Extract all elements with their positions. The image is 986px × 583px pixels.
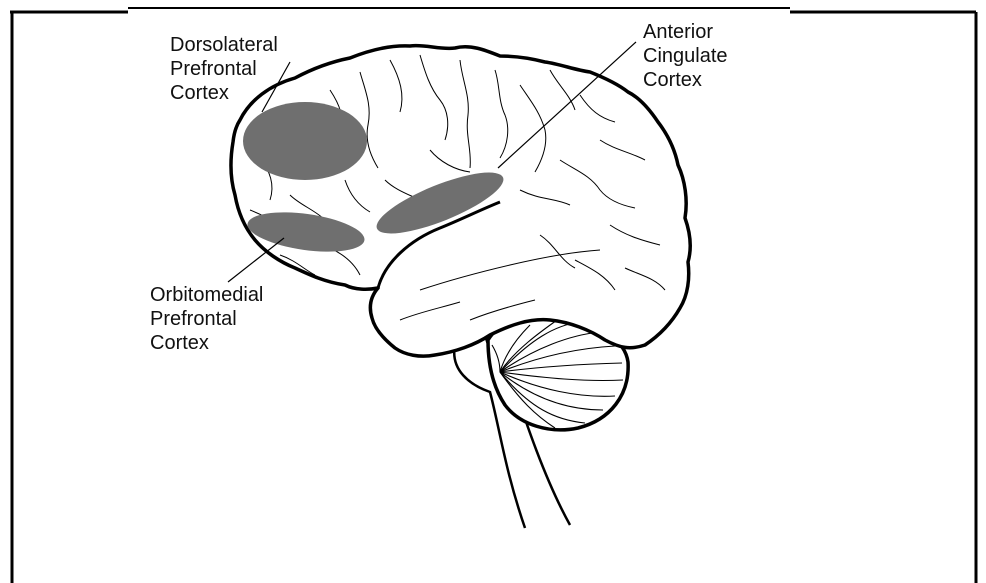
ofc-label-line-2: Prefrontal (150, 307, 263, 331)
dlpfc-label-line-3: Cortex (170, 81, 278, 105)
ofc-label-line-1: Orbitomedial (150, 283, 263, 307)
ofc-label: Orbitomedial Prefrontal Cortex (150, 283, 263, 355)
acc-label-line-2: Cingulate (643, 44, 728, 68)
acc-label: Anterior Cingulate Cortex (643, 20, 728, 92)
dlpfc-label-line-1: Dorsolateral (170, 33, 278, 57)
acc-label-line-3: Cortex (643, 68, 728, 92)
dlpfc-label: Dorsolateral Prefrontal Cortex (170, 33, 278, 105)
dlpfc-region (243, 102, 367, 180)
dlpfc-label-line-2: Prefrontal (170, 57, 278, 81)
acc-label-line-1: Anterior (643, 20, 728, 44)
ofc-label-line-3: Cortex (150, 331, 263, 355)
